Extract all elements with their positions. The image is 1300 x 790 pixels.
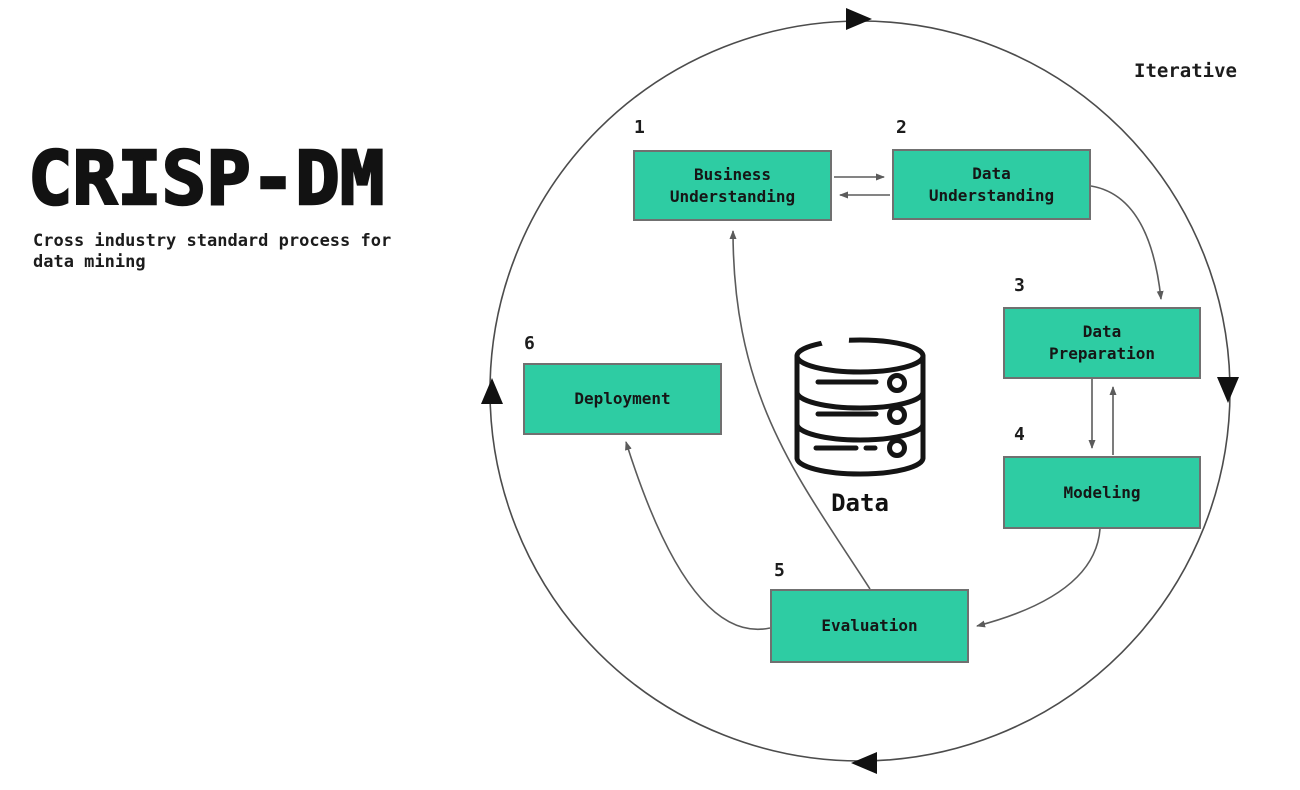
subtitle-line-1: Cross industry standard process for: [33, 231, 392, 251]
box-label-line: Data: [972, 163, 1011, 183]
box-label-line: Preparation: [1049, 344, 1155, 363]
step-number-3: 3: [1014, 275, 1025, 296]
iterative-label: Iterative: [1134, 60, 1237, 82]
box-evaluation: Evaluation: [770, 589, 969, 663]
box-modeling: Modeling: [1003, 456, 1201, 529]
subtitle-line-2: data mining: [33, 252, 146, 272]
box-label-line: Modeling: [1063, 482, 1141, 502]
box-label-line: Business: [693, 164, 772, 184]
cycle-arrowhead-left-icon: [481, 378, 503, 404]
box-deployment: Deployment: [523, 363, 722, 435]
step-number-1: 1: [634, 117, 645, 138]
arrow-evaluation-to-deployment: [625, 441, 771, 631]
box-label-line: Deployment: [574, 389, 671, 408]
arrow-data-understanding-to-data-preparation: [1090, 185, 1164, 300]
page-title: CRISP-DM: [27, 136, 386, 222]
box-label-line: Data: [1082, 322, 1122, 341]
data-label: Data: [831, 489, 889, 517]
box-data-understanding: Data Understanding: [892, 149, 1091, 220]
cycle-arrowhead-bottom-icon: [851, 752, 877, 774]
step-number-4: 4: [1014, 424, 1025, 445]
step-number-5: 5: [774, 560, 785, 581]
cycle-arrowhead-right-icon: [1217, 377, 1239, 403]
arrow-evaluation-to-business-understanding: [729, 230, 871, 590]
database-icon: [794, 336, 926, 477]
arrow-modeling-to-evaluation: [976, 528, 1101, 628]
box-data-preparation: Data Preparation: [1003, 307, 1201, 379]
box-label-line: Understanding: [669, 186, 796, 206]
cycle-arrowhead-top-icon: [846, 8, 872, 30]
box-label-line: Evaluation: [821, 616, 918, 635]
box-label-line: Understanding: [928, 185, 1055, 205]
step-number-6: 6: [524, 333, 535, 354]
page-subtitle: Cross industry standard process for data…: [33, 231, 391, 273]
step-number-2: 2: [896, 117, 907, 138]
box-business-understanding: Business Understanding: [633, 150, 832, 221]
